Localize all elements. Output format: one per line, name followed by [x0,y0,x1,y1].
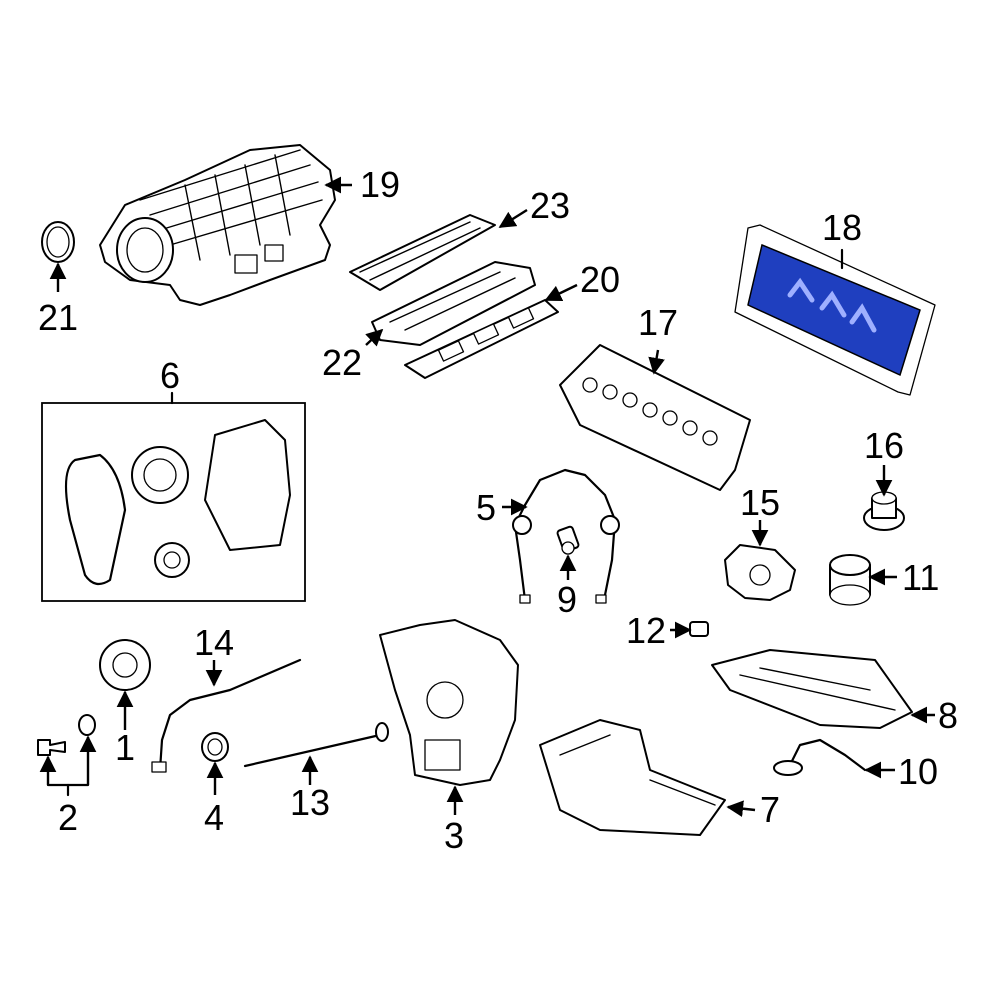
part-plug[interactable] [689,621,709,637]
timing-kit-box [41,402,306,602]
part-dipstick-tube[interactable] [151,658,302,773]
part-bolt-washer[interactable] [37,714,96,756]
part-dipstick[interactable] [243,722,389,768]
callout-22[interactable]: 22 [322,342,362,383]
callout-9[interactable]: 9 [557,579,577,620]
highlighted-gasket-fill [747,243,921,377]
callout-19[interactable]: 19 [360,164,400,205]
part-oil-filter-adapter[interactable] [724,544,796,601]
part-intake-gasket[interactable] [404,299,559,379]
part-oil-filter[interactable] [829,554,871,606]
part-seal-ring[interactable] [41,221,75,263]
part-oil-pan-tray[interactable] [711,649,913,729]
callout-11[interactable]: 11 [902,557,939,598]
part-valve-cover-gasket[interactable] [734,224,936,396]
callout-20[interactable]: 20 [580,259,620,300]
callout-4[interactable]: 4 [204,797,224,838]
callout-15[interactable]: 15 [740,482,780,523]
callout-10[interactable]: 10 [898,751,938,792]
callout-1[interactable]: 1 [115,727,135,768]
part-valve-cover[interactable] [559,344,751,491]
callout-7[interactable]: 7 [760,789,780,830]
callout-23[interactable]: 23 [530,185,570,226]
callout-3[interactable]: 3 [444,815,464,856]
leader-lines [39,176,935,818]
callout-16[interactable]: 16 [864,425,904,466]
part-front-seal[interactable] [201,732,229,762]
callout-6[interactable]: 6 [160,355,180,396]
callouts: 19 23 20 22 21 18 17 6 16 15 11 5 9 12 8… [38,164,958,856]
callout-13[interactable]: 13 [290,782,330,823]
callout-21[interactable]: 21 [38,297,78,338]
callout-18[interactable]: 18 [822,207,862,248]
part-manifold-gasket[interactable] [349,214,496,291]
part-intake-manifold[interactable] [99,144,336,306]
part-damper-pulley[interactable] [99,639,151,691]
callout-12[interactable]: 12 [626,610,666,651]
callout-5[interactable]: 5 [476,487,496,528]
callout-14[interactable]: 14 [194,622,234,663]
part-timing-cover[interactable] [379,619,519,786]
callout-17[interactable]: 17 [638,302,678,343]
part-sensor[interactable] [556,525,580,555]
part-oil-filler-cap[interactable] [863,491,905,531]
part-oil-pan[interactable] [539,719,726,836]
callout-2[interactable]: 2 [58,797,78,838]
part-oil-pickup-tube[interactable] [773,738,867,776]
callout-8[interactable]: 8 [938,695,958,736]
